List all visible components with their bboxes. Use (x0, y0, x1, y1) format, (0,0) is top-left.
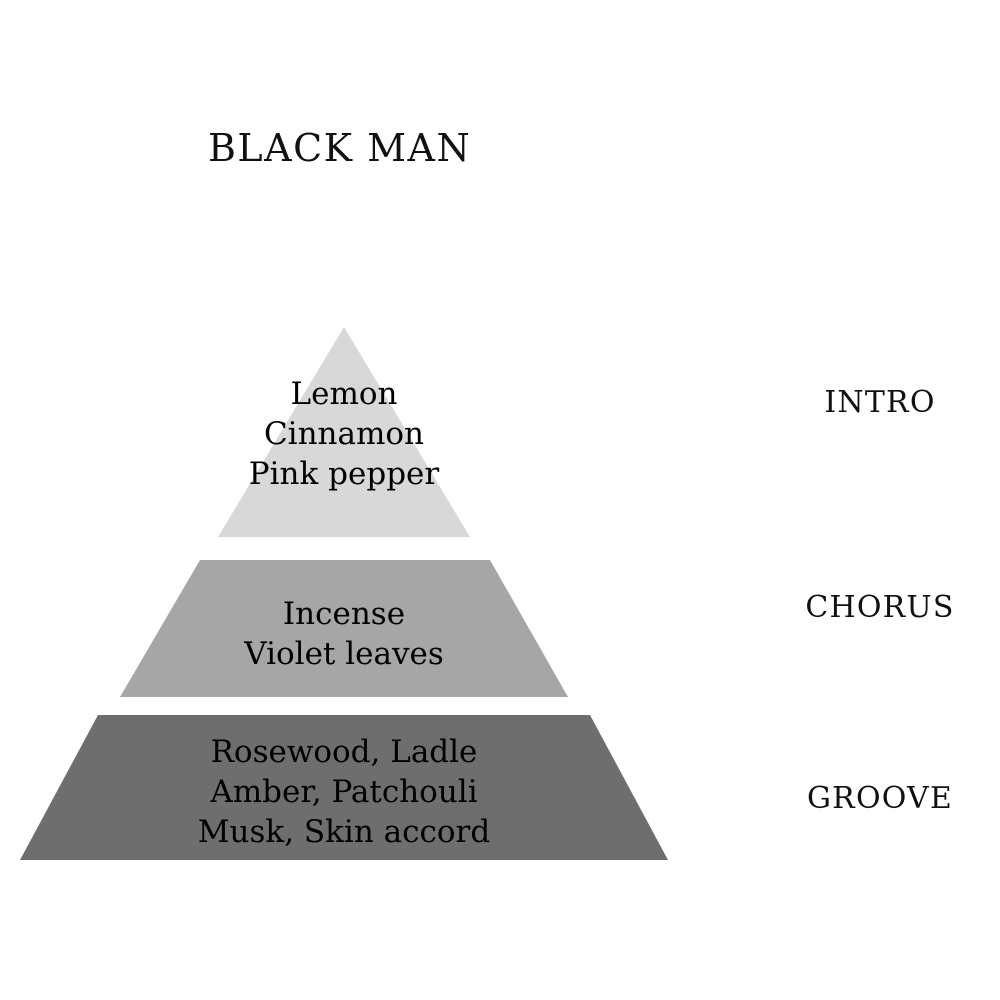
pyramid-tier-middle-notes: Incense Violet leaves (144, 594, 544, 674)
note-line: Incense (282, 596, 406, 632)
note-line: Rosewood, Ladle (210, 734, 478, 770)
note-line: Cinnamon (263, 416, 425, 452)
pyramid-tier-top-shape[interactable] (218, 327, 470, 537)
side-label-chorus: CHORUS (805, 590, 955, 625)
note-line: Violet leaves (244, 636, 444, 672)
pyramid-tier-base-shape[interactable] (20, 715, 668, 860)
pyramid-tier-top-notes: Lemon Cinnamon Pink pepper (144, 374, 544, 494)
note-line: Musk, Skin accord (197, 814, 491, 850)
pyramid-tier-base-notes: Rosewood, Ladle Amber, Patchouli Musk, S… (144, 732, 544, 852)
page-title: BLACK MAN (208, 126, 472, 170)
pyramid-tier-middle-shape[interactable] (120, 560, 568, 697)
side-label-intro: INTRO (824, 385, 936, 420)
note-line: Amber, Patchouli (210, 774, 478, 810)
side-label-groove: GROOVE (807, 781, 953, 816)
note-line: Lemon (290, 376, 398, 412)
note-line: Pink pepper (248, 456, 440, 492)
